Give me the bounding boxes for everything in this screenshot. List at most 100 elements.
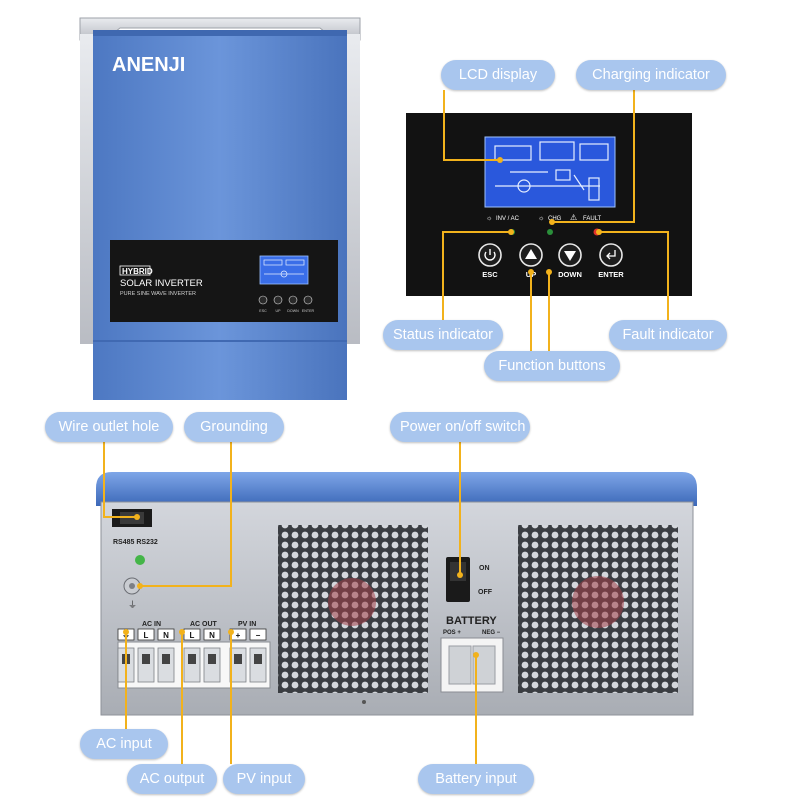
terminal-group-label: AC IN — [142, 621, 161, 628]
terminal-group-labels: AC IN AC OUT PV IN — [142, 621, 256, 628]
front-mini-button-label: DOWN — [287, 309, 299, 313]
power-icon — [484, 251, 496, 261]
inverter-body — [93, 30, 347, 400]
callout-anchor-dots — [123, 157, 602, 658]
leader-line-lcd-display — [443, 90, 500, 161]
leader-dot-lcd-display — [497, 157, 503, 163]
enter-arrow-icon — [606, 250, 616, 260]
inverter-front-view: ANENJI HYBRID SOLAR INVERTER PURE SINE W… — [79, 17, 361, 400]
rear-top-cover — [96, 472, 697, 506]
front-mini-button-esc — [258, 295, 268, 305]
callout-battery-input: Battery input — [418, 764, 534, 794]
callout-leader-lines — [103, 90, 669, 764]
terminal-screw-hole — [188, 654, 196, 664]
terminal-label-box — [137, 628, 155, 641]
callout-ac-output: AC output — [127, 764, 217, 794]
ground-symbol-icon: ⏚ — [128, 600, 137, 610]
terminal-slot — [183, 647, 201, 683]
callout-function-buttons: Function buttons — [484, 351, 620, 381]
panel-button-enter[interactable]: ENTER — [598, 243, 624, 279]
leader-dot-battery-input — [473, 652, 479, 658]
front-mini-button-down — [288, 295, 298, 305]
warning-icon: ⚠ — [570, 213, 577, 222]
battery-label: BATTERY — [446, 615, 497, 627]
switch-off-label: OFF — [478, 589, 493, 596]
terminal-group-label: PV IN — [238, 621, 256, 628]
front-mini-button-label: ESC — [259, 309, 267, 313]
terminal-label: N — [163, 631, 169, 640]
terminal-screw-hole — [162, 654, 170, 664]
power-switch-rocker — [450, 562, 466, 581]
terminal-label-box — [183, 628, 201, 641]
inverter-rear-view: RS485 RS232 ⏚ ON OFF BATTERY POS + NEG −… — [96, 472, 697, 716]
switch-on-label: ON — [479, 565, 490, 572]
terminal-screw-hole — [254, 654, 262, 664]
lcd-segments — [494, 141, 609, 201]
terminal-label-box — [157, 628, 175, 641]
callout-status-indicator: Status indicator — [383, 320, 503, 350]
front-mini-button-label: UP — [276, 309, 282, 313]
terminal-label-box — [249, 628, 267, 641]
leader-dot-function-buttons-down — [546, 269, 552, 275]
bracket-side-right — [346, 34, 360, 344]
panel-button-label: DOWN — [558, 270, 582, 279]
terminal-label: + — [236, 631, 241, 640]
terminal-label: N — [209, 631, 215, 640]
leader-dot-charging-indicator — [549, 219, 555, 225]
callout-ac-input: AC input — [80, 729, 168, 759]
sun-icon: ☼ — [538, 215, 544, 222]
lcd-screen — [484, 136, 616, 208]
leader-line-wire-outlet-hole — [103, 430, 137, 518]
leader-dot-grounding — [137, 583, 143, 589]
panel-button-down[interactable]: DOWN — [558, 243, 582, 279]
hybrid-badge — [119, 265, 151, 276]
indicator-label-chg: CHG — [548, 216, 562, 222]
terminal-label: − — [256, 631, 261, 640]
terminal-label: L — [190, 631, 195, 640]
terminal-group-label: AC OUT — [190, 621, 218, 628]
terminal-screw-hole — [234, 654, 242, 664]
leader-line-fault-indicator — [599, 231, 669, 320]
callout-fault-indicator: Fault indicator — [609, 320, 727, 350]
battery-terminal-slot — [448, 645, 472, 685]
battery-pos-label: POS + — [443, 630, 461, 636]
leader-line-grounding — [140, 430, 232, 587]
terminal-slot — [137, 647, 155, 683]
lower-shell-seam — [93, 340, 347, 342]
battery-neg-label: NEG − — [482, 630, 501, 636]
leader-dot-wire-outlet-hole — [134, 514, 140, 520]
triangle-down-icon — [564, 251, 576, 261]
right-fan-hub — [572, 576, 624, 628]
leader-dot-function-buttons-up — [528, 269, 534, 275]
panel-button-label: ENTER — [598, 270, 624, 279]
front-mini-button-up — [273, 295, 283, 305]
terminal-slot — [157, 647, 175, 683]
leader-dot-power-switch — [457, 572, 463, 578]
indicator-label-inv-ac: INV / AC — [496, 216, 520, 222]
terminal-slot — [249, 647, 267, 683]
rs485-rs232-label: RS485 RS232 — [113, 539, 158, 546]
terminal-label: L — [144, 631, 149, 640]
leader-dot-pv-input — [228, 629, 234, 635]
callout-power-switch: Power on/off switch — [390, 412, 530, 442]
triangle-up-icon — [525, 249, 537, 259]
sun-icon: ☼ — [486, 215, 492, 222]
panel-button-label: ESC — [482, 270, 498, 279]
front-mini-button-label: ENTER — [302, 309, 315, 313]
terminal-slots — [117, 647, 267, 683]
callout-pv-input: PV input — [223, 764, 305, 794]
grounding-screw-core — [129, 583, 135, 589]
panel-button-esc[interactable]: ESC — [478, 243, 502, 279]
indicator-label-fault: FAULT — [583, 216, 602, 222]
hybrid-badge-text: HYBRID — [122, 267, 153, 276]
panel-title: SOLAR INVERTER — [120, 278, 203, 289]
terminal-screw-hole — [142, 654, 150, 664]
panel-button-ring[interactable] — [599, 243, 623, 267]
callout-lcd-display: LCD display — [441, 60, 555, 90]
